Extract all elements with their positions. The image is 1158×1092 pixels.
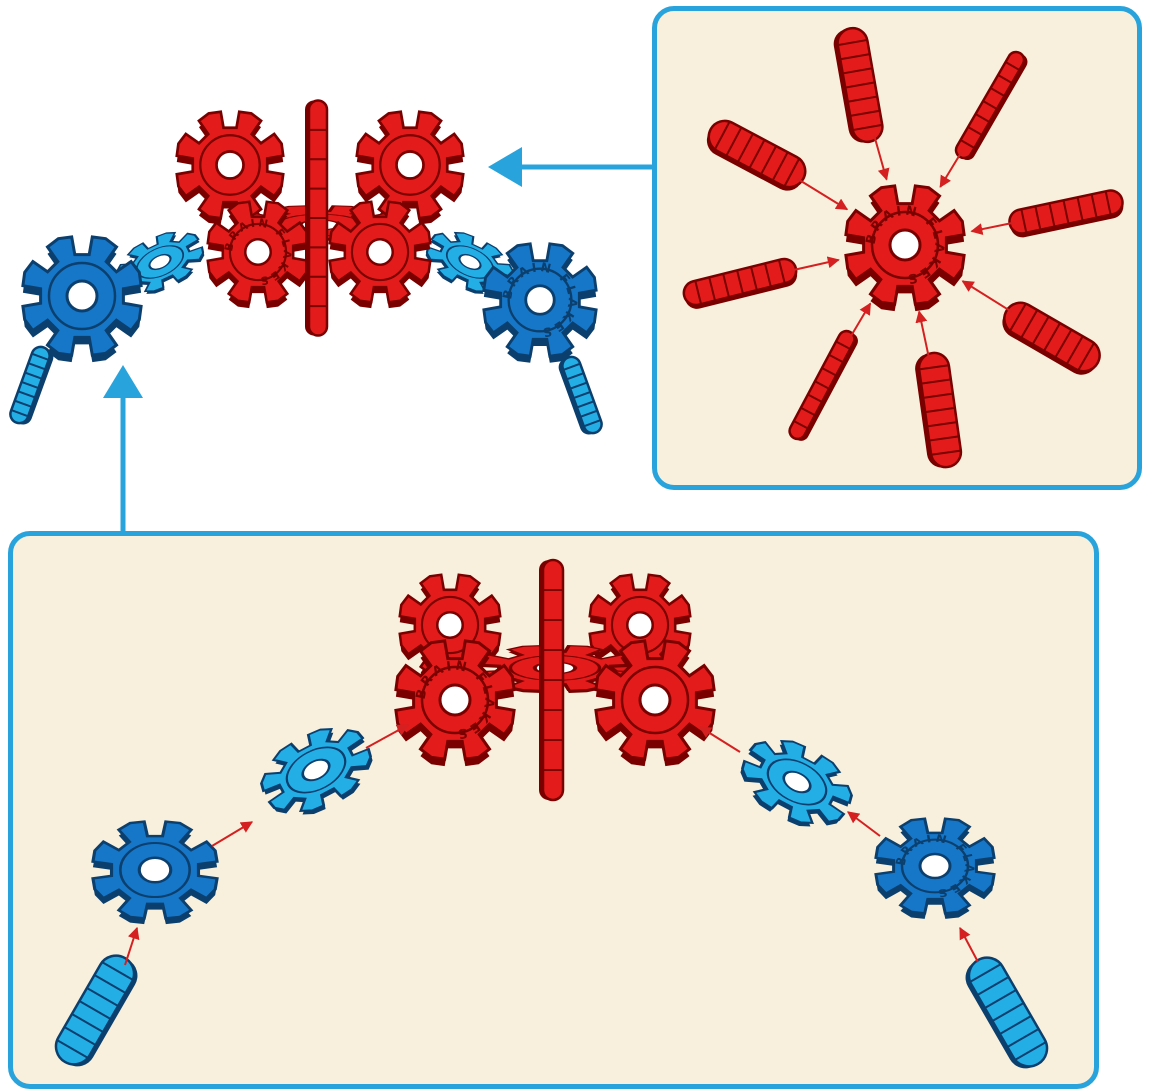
red-spoke-piece [953, 49, 1030, 163]
blue-piece [23, 237, 141, 362]
blue-edge-piece [8, 344, 56, 427]
arrow-left-icon [488, 147, 522, 187]
blue-edge-piece [556, 354, 604, 437]
blue-edge-piece [959, 951, 1054, 1075]
connector-arrow [960, 928, 978, 962]
red-spoke-piece [1007, 188, 1125, 239]
red-edge-piece [539, 560, 563, 800]
connector-arrow [874, 136, 886, 180]
red-spoke-piece [831, 26, 884, 145]
blue-piece: BRAIN FLAKES [484, 244, 596, 363]
connector-arrow [798, 179, 848, 210]
red-center-piece: BRAIN FLAKES [846, 186, 964, 311]
red-spoke-piece [997, 297, 1106, 381]
radial-assembly: BRAIN FLAKES [681, 26, 1125, 470]
blue-tilted-piece [729, 725, 863, 843]
arrow-up-icon [103, 365, 143, 398]
connector-arrow [850, 304, 870, 338]
red-spoke-piece [787, 328, 861, 443]
blue-piece: BRAIN FLAKES [876, 819, 994, 919]
connector-arrow [791, 260, 838, 271]
blue-tilted-piece [250, 713, 384, 831]
red-spoke-piece [913, 351, 963, 470]
red-edge-piece [305, 101, 327, 336]
connector-arrow [366, 725, 408, 748]
connector-arrow [700, 727, 740, 752]
connector-arrow [848, 812, 880, 836]
blue-piece [93, 822, 217, 925]
blue-edge-piece [49, 949, 144, 1073]
connector-arrow [212, 822, 252, 846]
red-spoke-piece [681, 256, 799, 311]
connector-arrow [972, 223, 1015, 232]
connector-arrow [125, 928, 137, 965]
connector-arrow [963, 281, 1012, 312]
connector-arrow [940, 152, 961, 187]
connector-arrow [919, 312, 929, 359]
red-spoke-piece [701, 115, 811, 196]
